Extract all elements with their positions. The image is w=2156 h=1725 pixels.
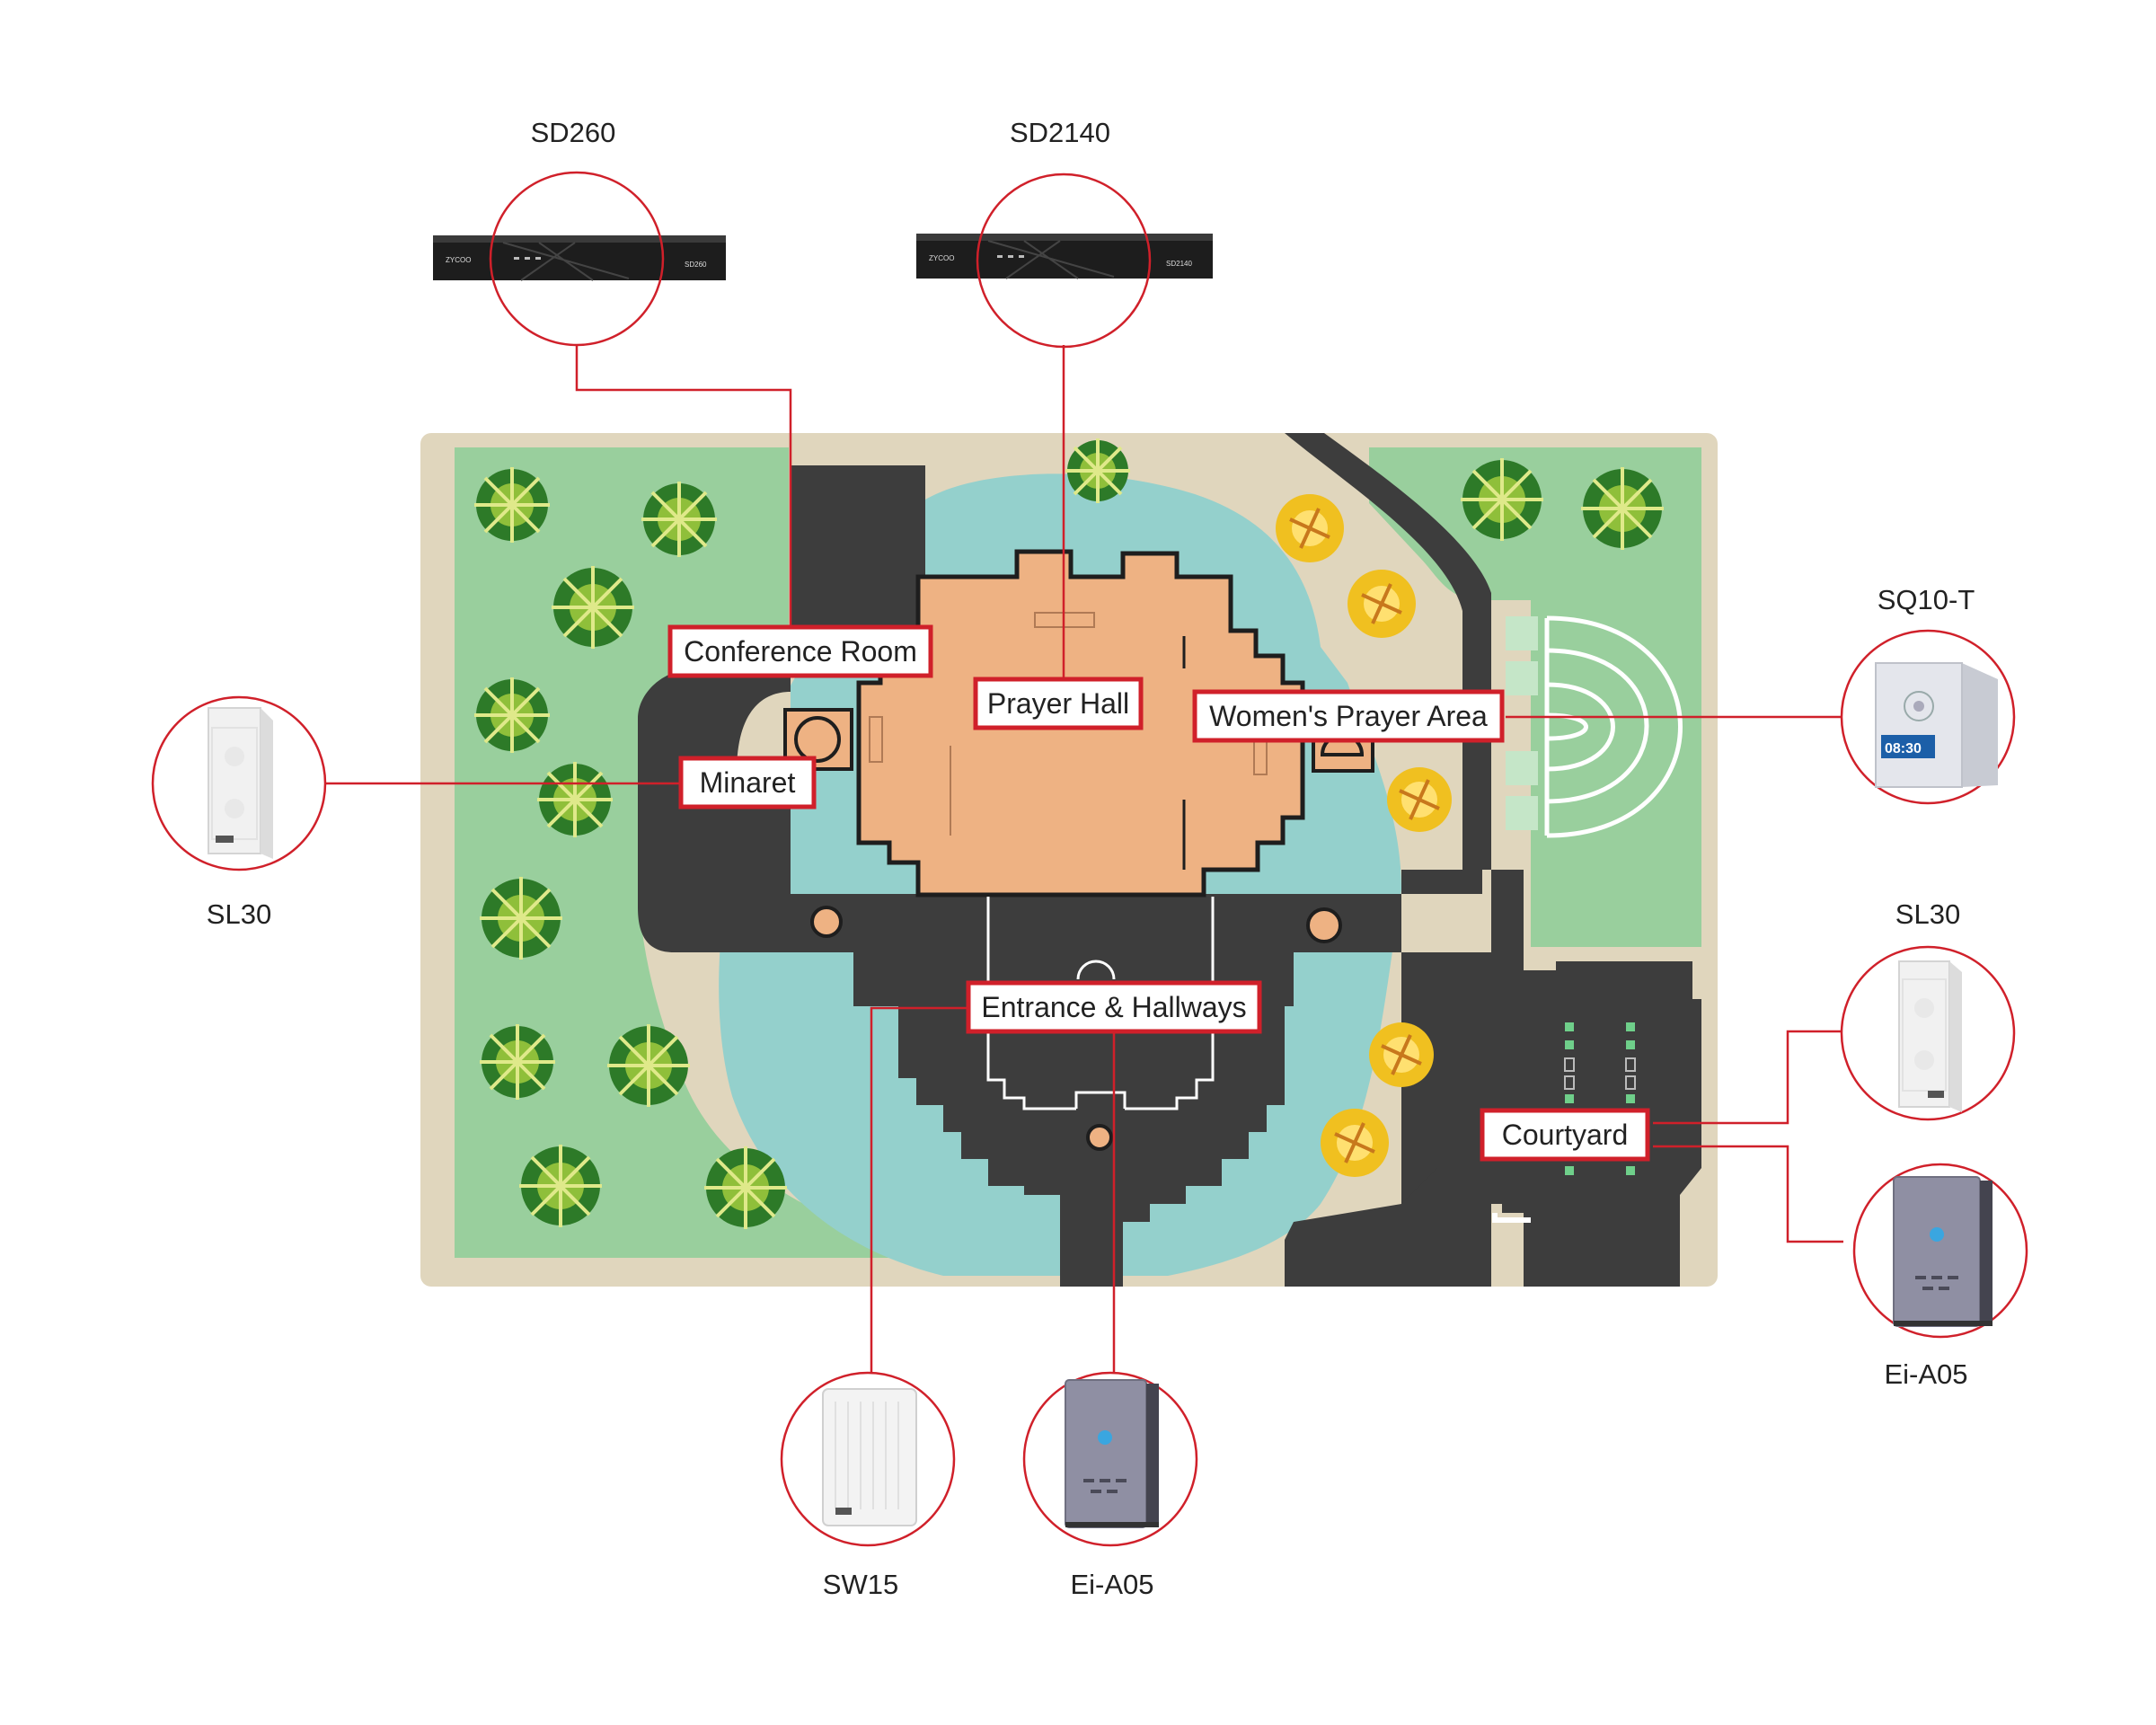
- tree: [480, 1024, 555, 1100]
- zone-label-womens-prayer-area-text: Women's Prayer Area: [1209, 700, 1488, 732]
- clock-speaker-icon: 08:30: [1875, 662, 1998, 788]
- zone-label-entrance-hallways[interactable]: Entrance & Hallways: [966, 980, 1262, 1034]
- clock-display-time: 08:30: [1885, 741, 1922, 756]
- column-speaker-icon: [208, 707, 273, 859]
- device-sq10t-label: SQ10-T: [1878, 584, 1975, 615]
- autumn-trees: [1276, 494, 1452, 1177]
- device-sl30-right-label: SL30: [1895, 898, 1960, 930]
- ceiling-speaker-markers: [810, 906, 1342, 1151]
- zone-label-entrance-hallways-text: Entrance & Hallways: [981, 991, 1246, 1023]
- yellow-tree: [1369, 1022, 1434, 1087]
- amplifier-rack-icon: ZYCOO SD260: [433, 235, 726, 281]
- device-sl30-right[interactable]: SL30: [1840, 898, 2016, 1121]
- entrance-plaza: [853, 867, 1294, 1287]
- west-lawn: [455, 447, 952, 1258]
- device-sd2140-ring: [976, 172, 1152, 349]
- device-sd2140-label: SD2140: [1010, 117, 1110, 148]
- zone-label-conference-room-text: Conference Room: [684, 635, 917, 668]
- line-courtyard-sl30: [1653, 1030, 1843, 1125]
- device-eia05-bottom-label: Ei-A05: [1070, 1569, 1153, 1600]
- zone-label-courtyard-text: Courtyard: [1502, 1119, 1629, 1151]
- amphitheater-seating: [1506, 616, 1538, 830]
- device-sw15[interactable]: SW15: [780, 1371, 956, 1600]
- amphitheater: [1544, 615, 1683, 838]
- device-sq10t[interactable]: SQ10-T 08:30: [1840, 584, 2016, 805]
- zone-label-courtyard[interactable]: Courtyard: [1480, 1108, 1650, 1162]
- zone-label-conference-room[interactable]: Conference Room: [667, 624, 933, 678]
- yellow-tree: [1321, 1109, 1389, 1177]
- device-eia05-right-label: Ei-A05: [1884, 1358, 1967, 1390]
- intercom-panel-icon: [1893, 1176, 1993, 1327]
- tree: [480, 877, 562, 960]
- tree: [704, 1146, 787, 1229]
- amphitheater-lawn: [1531, 600, 1701, 947]
- sd2140-model: SD2140: [1166, 260, 1192, 268]
- sd260-model: SD260: [685, 261, 707, 269]
- yellow-tree: [1348, 570, 1416, 638]
- column-speaker-icon: [1898, 960, 1962, 1112]
- entrance-hall-outline: [986, 897, 1215, 1110]
- device-sd260-ring: [489, 171, 665, 347]
- device-eia05-bottom[interactable]: Ei-A05: [1022, 1371, 1198, 1600]
- tree: [641, 482, 717, 557]
- zone-label-minaret-text: Minaret: [700, 766, 796, 799]
- site-map: [420, 433, 1718, 1287]
- device-sw15-label: SW15: [823, 1569, 898, 1600]
- line-sd260-conference: [575, 345, 792, 631]
- device-sl30-left-label: SL30: [207, 898, 271, 930]
- southeast-road: [1285, 1168, 1491, 1287]
- tree: [1581, 467, 1664, 550]
- minaret-loop: [737, 692, 791, 773]
- line-courtyard-eia05: [1653, 1145, 1843, 1243]
- zone-label-prayer-hall[interactable]: Prayer Hall: [973, 677, 1144, 730]
- tree: [1065, 438, 1130, 503]
- sd2140-brand: ZYCOO: [929, 254, 954, 262]
- line-entrance-sw15: [870, 1006, 970, 1373]
- trees: [474, 438, 1664, 1229]
- yellow-tree: [1387, 767, 1452, 832]
- connector-lines: [323, 345, 1843, 1375]
- device-eia05-right[interactable]: Ei-A05: [1852, 1163, 2028, 1390]
- tree: [474, 467, 550, 543]
- tree: [552, 566, 634, 649]
- sd260-brand: ZYCOO: [446, 256, 471, 264]
- zone-label-womens-prayer-area[interactable]: Women's Prayer Area: [1192, 689, 1505, 743]
- tree: [607, 1024, 690, 1107]
- zone-label-minaret[interactable]: Minaret: [678, 756, 817, 809]
- device-sd260[interactable]: SD260 ZYCOO SD260: [433, 117, 726, 347]
- device-sl30-left[interactable]: SL30: [151, 695, 327, 930]
- device-sd260-label: SD260: [531, 117, 616, 148]
- tree: [537, 762, 613, 837]
- intercom-panel-icon: [1065, 1379, 1159, 1528]
- main-road: [638, 433, 1491, 952]
- tree: [474, 677, 550, 753]
- zone-label-prayer-hall-text: Prayer Hall: [987, 687, 1129, 720]
- yellow-tree: [1276, 494, 1344, 562]
- tree: [1461, 458, 1543, 541]
- device-sd2140[interactable]: SD2140 ZYCOO SD2140: [916, 117, 1213, 349]
- amplifier-rack-icon: ZYCOO SD2140: [916, 234, 1213, 279]
- tree: [519, 1145, 602, 1227]
- wall-speaker-icon: [822, 1388, 917, 1526]
